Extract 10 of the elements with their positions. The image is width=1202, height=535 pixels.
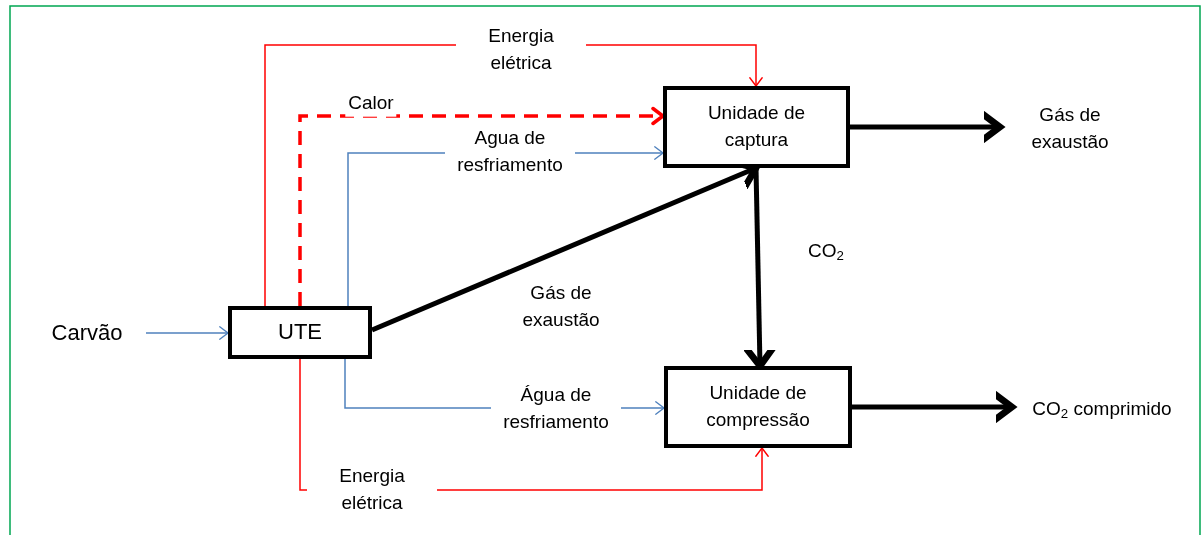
arrow: [852, 389, 1016, 425]
flow-label: Carvão: [28, 315, 146, 351]
arrow: [145, 326, 229, 340]
arrow: [850, 109, 1004, 145]
process-box: UTE: [228, 306, 372, 359]
process-box: Unidade de captura: [663, 86, 850, 168]
flow-label: CO$_{2}$ comprimido: [1012, 378, 1192, 440]
flow-label: Gás de exaustão: [1000, 98, 1140, 160]
process-box: Unidade de compressão: [664, 366, 852, 448]
arrow: [298, 106, 665, 306]
